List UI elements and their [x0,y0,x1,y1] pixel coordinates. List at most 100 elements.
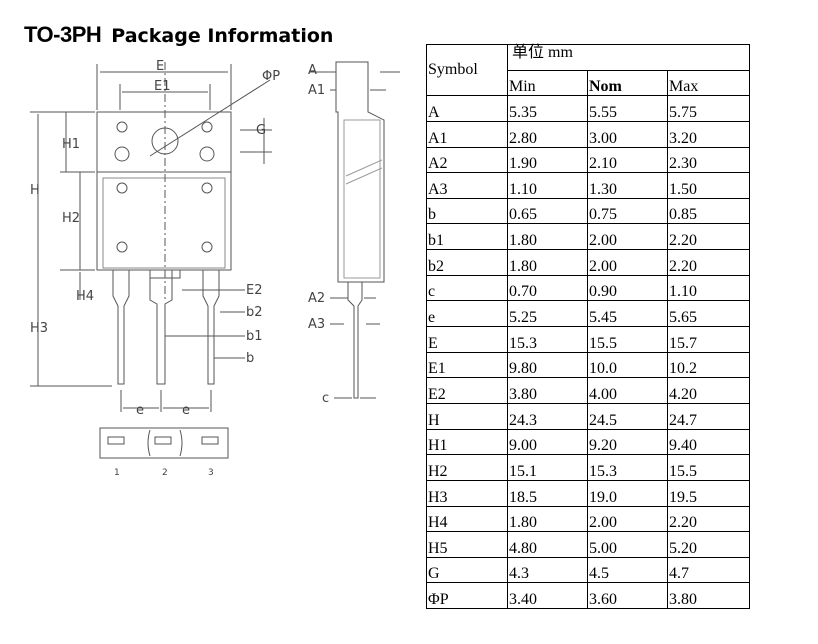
nom-cell: 2.10 [587,146,668,174]
max-cell: 2.30 [667,146,750,174]
pin-number: 1 [114,468,120,478]
min-cell: 1.80 [507,249,588,276]
page-title: TO-3PH Package Information [24,22,333,48]
max-cell: 1.50 [667,172,750,199]
max-cell: 15.5 [667,454,750,481]
min-cell: 24.3 [507,402,588,430]
symbol-cell: b [426,197,508,225]
nom-cell: 2.00 [587,249,668,276]
symbol-cell: A [426,95,508,122]
min-cell: 1.80 [507,223,588,251]
nom-cell: 5.00 [587,531,668,558]
dim-label: b2 [246,305,263,320]
dim-label: E2 [246,283,263,298]
max-cell: 15.7 [667,326,750,353]
max-cell: 0.85 [667,197,750,225]
symbol-cell: E [426,326,508,353]
dim-label: A2 [308,291,325,306]
package-tab-outline [96,111,232,173]
min-cell: 3.80 [507,377,588,404]
dim-label: ΦP [262,69,280,84]
table-header-row: Symbol 单位 mm [426,43,750,97]
max-cell: 5.75 [667,95,750,122]
symbol-cell: A2 [426,146,508,174]
min-cell: 5.35 [507,95,588,122]
min-cell: 4.80 [507,531,588,558]
min-cell: 15.1 [507,454,588,481]
symbol-cell: H4 [426,505,508,533]
nom-cell: 2.00 [587,505,668,533]
symbol-cell: b2 [426,249,508,276]
dim-label: c [322,391,329,406]
min-cell: 1.90 [507,146,588,174]
max-cell: 19.5 [667,479,750,507]
nom-cell: 0.75 [587,197,668,225]
dim-label: E1 [154,79,171,94]
nom-cell: 2.00 [587,223,668,251]
dim-label: H2 [62,211,80,226]
pin-number: 3 [208,468,214,478]
min-cell: 4.3 [507,556,588,584]
column-header-max: Max [667,69,750,97]
nom-cell: 15.3 [587,454,668,481]
max-cell: 3.80 [667,582,750,610]
nom-cell: 4.5 [587,556,668,584]
nom-cell: 4.00 [587,377,668,404]
min-cell: 15.3 [507,326,588,353]
section-heading: Package Information [111,25,334,47]
dim-label: H4 [76,289,94,304]
dim-label: G [256,123,266,138]
dim-label: A3 [308,317,325,332]
dim-label: e [182,403,190,418]
min-cell: 18.5 [507,479,588,507]
max-cell: 4.7 [667,556,750,584]
symbol-cell: H5 [426,531,508,558]
nom-cell: 3.60 [587,582,668,610]
max-cell: 24.7 [667,402,750,430]
max-cell: 2.20 [667,223,750,251]
dim-label: b1 [246,329,263,344]
max-cell: 4.20 [667,377,750,404]
max-cell: 3.20 [667,120,750,148]
min-cell: 1.80 [507,505,588,533]
nom-cell: 9.20 [587,428,668,456]
symbol-cell: G [426,556,508,584]
symbol-cell: e [426,300,508,328]
package-name: TO-3PH [24,22,102,47]
symbol-header: Symbol [426,43,508,97]
min-cell: 1.10 [507,172,588,199]
dim-label: H1 [62,137,80,152]
pin-number: 2 [162,468,168,478]
package-outline-drawing: E E1 ΦP G H1 H H2 H4 H3 E2 b2 b1 b e e A… [30,59,400,478]
max-cell: 2.20 [667,505,750,533]
symbol-cell: H [426,402,508,430]
package-body-outline [96,171,232,271]
dim-label: A1 [308,83,325,98]
nom-cell: 1.30 [587,172,668,199]
min-cell: 9.80 [507,351,588,379]
nom-cell: 15.5 [587,326,668,353]
symbol-cell: H2 [426,454,508,481]
max-cell: 5.65 [667,300,750,328]
nom-cell: 3.00 [587,120,668,148]
unit-header: 单位 mm [507,44,750,71]
table-subheader-row: Min Nom Max [427,69,750,97]
max-cell: 2.20 [667,249,750,276]
symbol-cell: H1 [426,428,508,456]
min-cell: 3.40 [507,582,588,610]
max-cell: 10.2 [667,351,750,379]
dim-label: e [136,403,144,418]
